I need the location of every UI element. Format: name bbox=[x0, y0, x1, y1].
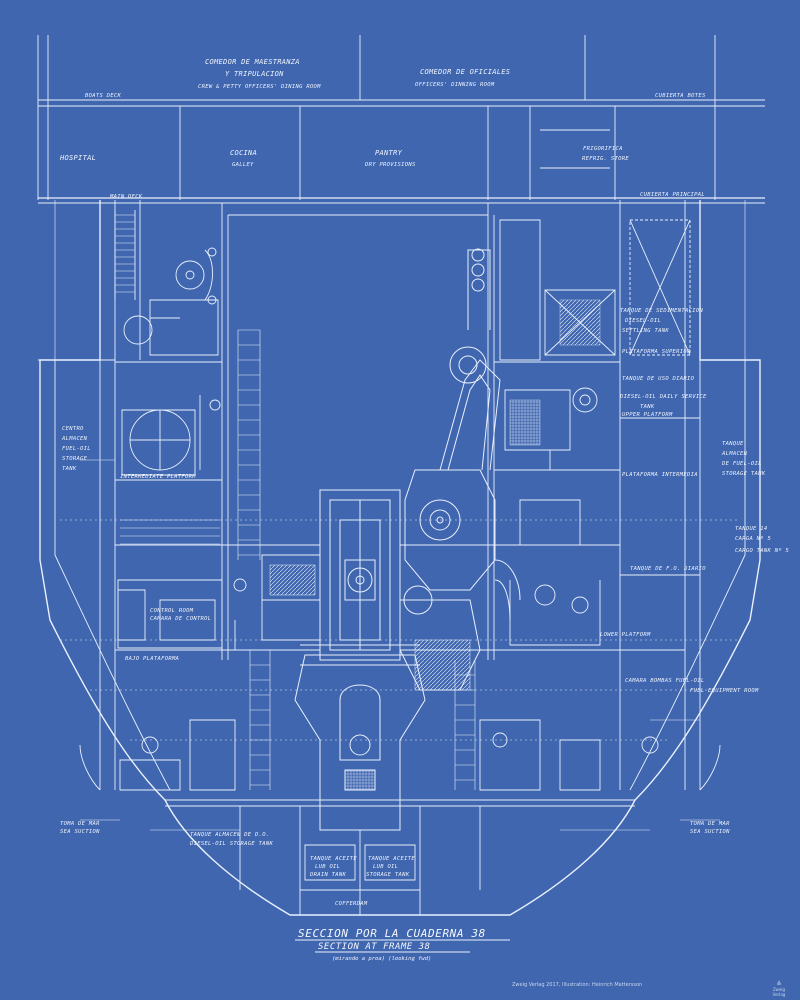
label-centro-2: ALMACEN bbox=[61, 436, 88, 442]
label-tripulacion: Y TRIPULACION bbox=[225, 70, 284, 78]
label-centro-3: FUEL-OIL bbox=[62, 446, 91, 452]
label-cofferdam: COFFERDAM bbox=[335, 901, 368, 907]
label-comedor-oficiales: COMEDOR DE OFICIALES bbox=[420, 68, 510, 76]
annotations: COMEDOR DE MAESTRANZA Y TRIPULACION CREW… bbox=[59, 58, 789, 907]
label-cocina: COCINA bbox=[230, 149, 257, 157]
publisher-logo: ⩓ Zweig Verlag bbox=[770, 978, 788, 998]
label-cubierta-principal: CUBIERTA PRINCIPAL bbox=[640, 192, 705, 198]
label-tanque-uso-diario: TANQUE DE USO DIARIO bbox=[622, 376, 695, 382]
label-main-deck: MAIN DECK bbox=[109, 194, 143, 200]
label-boats-deck: BOATS DECK bbox=[85, 93, 122, 99]
label-officers-dining: OFFICERS' DINNING ROOM bbox=[415, 82, 495, 88]
title-seccion: SECCION POR LA CUADERNA 38 bbox=[298, 927, 486, 940]
label-diesel-daily: DIESEL-OIL DAILY SERVICE bbox=[619, 394, 707, 400]
label-camara-control: CAMARA DE CONTROL bbox=[150, 616, 211, 622]
label-storage-lub: STORAGE TANK bbox=[366, 872, 410, 878]
label-crew-dining: CREW & PETTY OFFICERS' DINING ROOM bbox=[198, 84, 321, 90]
label-fuel-pump-room: FUEL EQUIPMENT ROOM bbox=[690, 688, 759, 694]
label-diesel-storage: DIESEL-OIL STORAGE TANK bbox=[189, 841, 273, 847]
label-control-room: CONTROL ROOM bbox=[150, 608, 194, 614]
label-lower-platform: LOWER PLATFORM bbox=[600, 632, 651, 638]
label-camara-bombas: CAMARA BOMBAS FUEL-OIL bbox=[625, 678, 704, 684]
label-fuel-oil-daily: TANQUE DE F.O. DIARIO bbox=[630, 566, 706, 572]
label-dry-provisions: DRY PROVISIONS bbox=[364, 162, 416, 168]
label-intermediate-platform: INTERMEDIATE PLATFORM bbox=[120, 474, 196, 480]
label-centro-4: STORAGE bbox=[62, 456, 88, 462]
label-tanque-diesel: TANQUE ALMACEN DE D.O. bbox=[190, 832, 269, 838]
label-toma-mar-left: TOMA DE MAR bbox=[60, 821, 100, 827]
label-upper-platform: UPPER PLATFORM bbox=[622, 412, 673, 418]
label-tanque-aceite-2: TANQUE ACEITE bbox=[368, 856, 415, 862]
linework bbox=[37, 35, 765, 953]
label-tanque-almacen-3: DE FUEL-OIL bbox=[721, 461, 762, 467]
label-centro-5: TANK bbox=[62, 466, 77, 472]
label-toma-mar-right: TOMA DE MAR bbox=[690, 821, 730, 827]
label-settling-tank: SETTLING TANK bbox=[622, 328, 669, 334]
label-storage-tank: STORAGE TANK bbox=[722, 471, 766, 477]
label-cargo-tank-5: CARGO TANK Nº 5 bbox=[735, 547, 789, 554]
label-tanque-sedimentacion: TANQUE DE SEDIMENTACION bbox=[620, 308, 703, 314]
title-block: SECCION POR LA CUADERNA 38 SECTION AT FR… bbox=[298, 927, 486, 962]
label-sea-suction-right: SEA SUCTION bbox=[690, 829, 730, 835]
label-bajo-plataforma: BAJO PLATAFORMA bbox=[125, 656, 179, 662]
label-drain-tank: DRAIN TANK bbox=[309, 872, 347, 878]
label-cubierta-botes: CUBIERTA BOTES bbox=[655, 93, 706, 99]
label-comedor-maestranza: COMEDOR DE MAESTRANZA bbox=[205, 58, 300, 66]
label-centro-1: CENTRO bbox=[62, 426, 84, 432]
title-subtitle: (mirando a proa) (looking fwd) bbox=[332, 956, 431, 962]
label-tanque-aceite-1: TANQUE ACEITE bbox=[310, 856, 357, 862]
label-galley: GALLEY bbox=[232, 162, 254, 168]
title-section: SECTION AT FRAME 38 bbox=[318, 942, 430, 952]
label-sea-suction-left: SEA SUCTION bbox=[60, 829, 100, 835]
label-tank: TANK bbox=[640, 404, 655, 410]
label-diesel-oil: DIESEL-OIL bbox=[624, 318, 661, 324]
label-plataforma-superior: PLATAFORMA SUPERIOR bbox=[622, 349, 691, 355]
illustration-credit: Zweig Verlag 2017, Illustration: Heinric… bbox=[512, 982, 643, 988]
label-hospital: HOSPITAL bbox=[59, 154, 96, 162]
ladder-left-upper bbox=[114, 210, 136, 300]
label-tanque-14: TANQUE 14 bbox=[735, 526, 768, 532]
publisher-name: Zweig Verlag bbox=[772, 987, 786, 997]
label-frigorifica: FRIGORIFICA bbox=[583, 146, 623, 152]
label-lub-oil-2: LUB OIL bbox=[373, 864, 398, 870]
label-tanque-almacen-2: ALMACEN bbox=[721, 451, 748, 457]
label-tanque-almacen-1: TANQUE bbox=[722, 441, 744, 447]
label-pantry: PANTRY bbox=[375, 149, 403, 157]
publisher-logo-icon: ⩓ bbox=[776, 978, 782, 987]
label-plataforma-intermedia: PLATAFORMA INTERMEDIA bbox=[622, 472, 698, 478]
label-refrig-store: REFRIG. STORE bbox=[582, 156, 629, 162]
label-lub-oil-1: LUB OIL bbox=[315, 864, 340, 870]
label-carga-5: CARGA Nº 5 bbox=[735, 535, 771, 542]
